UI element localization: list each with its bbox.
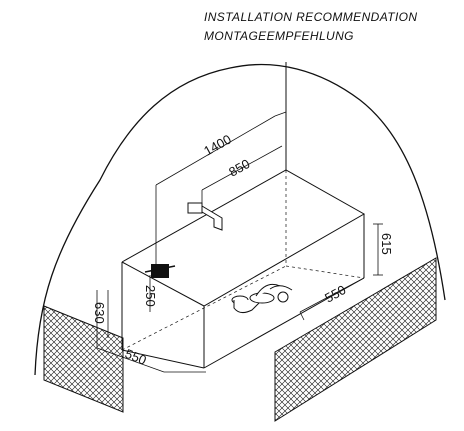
dimension-label-550-front: 550 — [123, 346, 149, 368]
dimension-label-1400: 1400 — [201, 131, 234, 158]
wall-spout — [187, 202, 223, 231]
dimension-label-630: 630 — [92, 302, 107, 324]
deck-mixer — [231, 283, 293, 314]
title-german: MONTAGEEMPFEHLUNG — [204, 29, 354, 43]
dimension-label-250: 250 — [143, 285, 158, 307]
floor-panel-right — [274, 257, 437, 422]
dimension-label-850: 850 — [226, 156, 252, 180]
dimension-label-550-depth: 550 — [322, 282, 348, 306]
wall-control — [144, 264, 176, 278]
floor-panel-left — [43, 305, 124, 413]
bathtub-outline — [121, 169, 366, 369]
dimension-label-615: 615 — [379, 233, 394, 255]
bathtub-hidden-edges — [121, 170, 365, 351]
dimension-lines — [96, 111, 383, 373]
title-english: INSTALLATION RECOMMENDATION — [204, 10, 418, 24]
alcove-outline — [34, 63, 446, 376]
